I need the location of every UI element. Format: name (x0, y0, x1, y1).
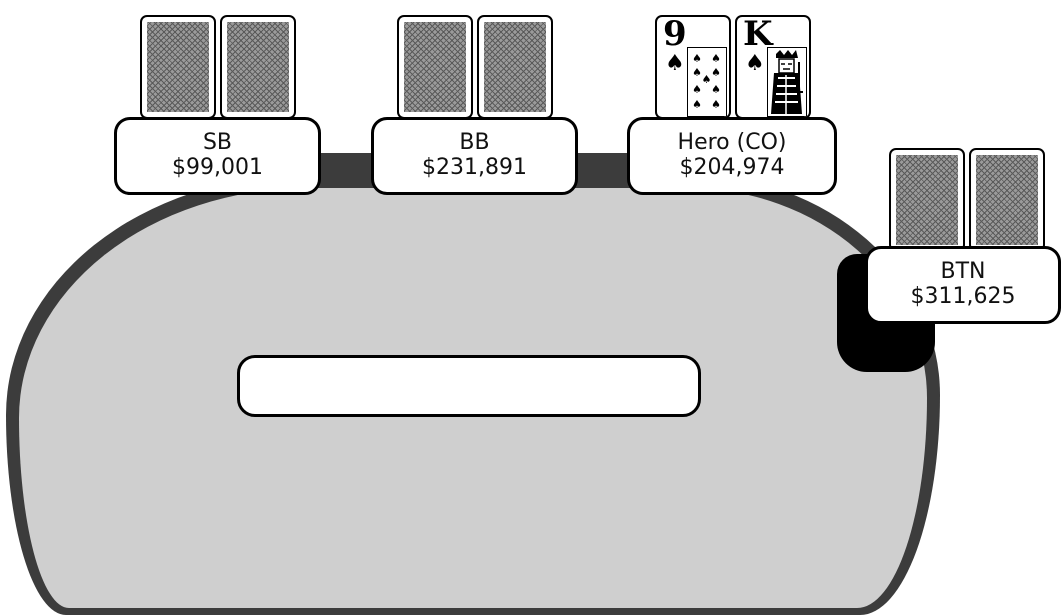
board-area (237, 355, 701, 417)
spade-icon: ♠ (665, 53, 685, 75)
svg-text:♠: ♠ (711, 98, 721, 111)
seat-stack-amount: $231,891 (422, 156, 527, 181)
svg-text:♠: ♠ (711, 66, 721, 79)
seat-position-label: BB (459, 131, 489, 156)
spade-icon: ♠ (745, 53, 765, 75)
hero-card-2: K ♠ (735, 15, 811, 119)
svg-text:♠: ♠ (702, 73, 712, 86)
svg-text:♠: ♠ (692, 66, 702, 79)
hero-card-1-rank: 9 (663, 17, 687, 51)
king-face-art-icon (767, 47, 807, 117)
btn-card-1-back (889, 148, 965, 252)
bb-card-2-back (477, 15, 553, 119)
seat-sb[interactable]: SB $99,001 (114, 117, 321, 195)
sb-card-2-back (220, 15, 296, 119)
hero-card-1: 9 ♠ ♠♠ ♠♠ ♠ ♠♠ ♠♠ (655, 15, 731, 119)
svg-text:♠: ♠ (692, 98, 702, 111)
btn-card-2-back (969, 148, 1045, 252)
seat-btn[interactable]: BTN $311,625 (865, 246, 1061, 324)
seat-bb[interactable]: BB $231,891 (371, 117, 578, 195)
seat-hero[interactable]: Hero (CO) $204,974 (627, 117, 837, 195)
svg-text:♠: ♠ (711, 83, 721, 96)
seat-stack-amount: $204,974 (680, 156, 785, 181)
seat-stack-amount: $99,001 (172, 156, 263, 181)
svg-text:♠: ♠ (692, 52, 702, 65)
sb-card-1-back (140, 15, 216, 119)
bb-card-1-back (397, 15, 473, 119)
seat-position-label: BTN (941, 260, 986, 285)
hero-card-2-rank: K (743, 17, 773, 51)
seat-position-label: SB (203, 131, 232, 156)
nine-of-spades-pips: ♠♠ ♠♠ ♠ ♠♠ ♠♠ (687, 47, 727, 117)
svg-text:♠: ♠ (692, 83, 702, 96)
svg-text:♠: ♠ (711, 52, 721, 65)
seat-stack-amount: $311,625 (911, 285, 1016, 310)
seat-position-label: Hero (CO) (678, 131, 787, 156)
